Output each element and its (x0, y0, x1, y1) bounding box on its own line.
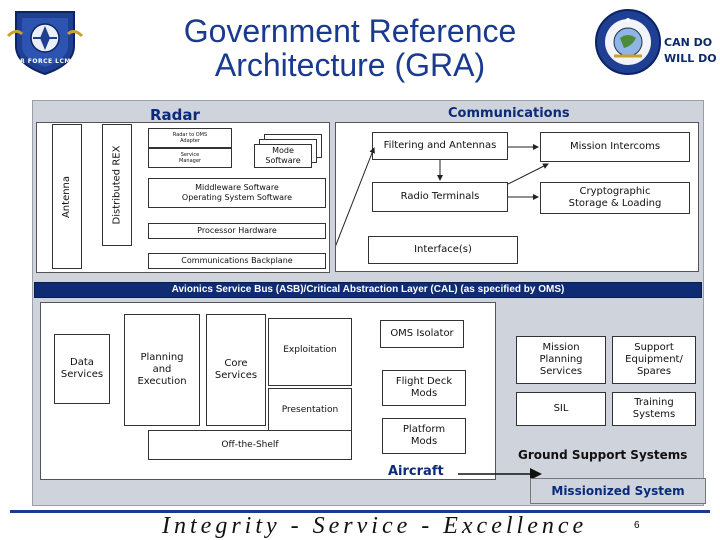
seal-logo (595, 9, 661, 75)
radar-oms-adapter-label: Radar to OMS Adapter (172, 132, 208, 144)
motto-will-do: WILL DO (664, 52, 717, 65)
page-number: 6 (634, 520, 640, 531)
planning-execution-label: Planning and Execution (137, 352, 187, 387)
asb-bar: Avionics Service Bus (ASB)/Critical Abst… (34, 282, 702, 298)
radio-terminals-box: Radio Terminals (372, 182, 508, 212)
oms-isolator-box: OMS Isolator (380, 320, 464, 348)
title-line-1: Government Reference (183, 13, 517, 49)
asb-label: Avionics Service Bus (ASB)/Critical Abst… (171, 284, 565, 295)
distributed-rex-label: Distributed REX (111, 145, 122, 225)
arrow-radio-intercoms (507, 163, 549, 185)
flight-deck-box: Flight Deck Mods (382, 370, 466, 406)
core-services-box: Core Services (206, 314, 266, 426)
middleware-label: Middleware Software (195, 183, 279, 193)
motto-can-do: CAN DO (664, 36, 713, 49)
platform-mods-label: Platform Mods (402, 424, 446, 447)
middleware-os-box: Middleware Software Operating System Sof… (148, 178, 326, 208)
distributed-rex-box: Distributed REX (102, 124, 132, 246)
oms-isolator-label: OMS Isolator (390, 328, 454, 339)
radio-terminals-label: Radio Terminals (400, 191, 480, 202)
aflcmc-logo-text: AIR FORCE LCMC (12, 58, 76, 65)
presentation-box: Presentation (268, 388, 352, 432)
training-systems-box: Training Systems (612, 392, 696, 426)
processor-hardware-box: Processor Hardware (148, 223, 326, 239)
mission-planning-label: Mission Planning Services (539, 342, 583, 377)
missionized-system-box: Missionized System (530, 478, 706, 504)
presentation-label: Presentation (281, 404, 339, 415)
planning-execution-box: Planning and Execution (124, 314, 200, 426)
mission-planning-box: Mission Planning Services (516, 336, 606, 384)
antenna-box: Antenna (52, 124, 82, 269)
core-services-label: Core Services (214, 358, 258, 381)
antenna-label: Antenna (61, 175, 72, 218)
mode-software-box: Mode Software (254, 144, 312, 168)
comm-backplane-box: Communications Backplane (148, 253, 326, 269)
title-line-2: Architecture (GRA) (214, 47, 486, 83)
service-manager-box: Service Manager (148, 148, 232, 168)
comm-backplane-label: Communications Backplane (181, 256, 293, 266)
exploitation-box: Exploitation (268, 318, 352, 386)
crypto-storage-label: Cryptographic Storage & Loading (568, 186, 662, 209)
os-software-label: Operating System Software (181, 193, 293, 202)
mode-software-label: Mode Software (265, 146, 301, 165)
sil-box: SIL (516, 392, 606, 426)
aircraft-label: Aircraft (388, 464, 444, 479)
page-title: Government Reference Architecture (GRA) (130, 14, 570, 82)
interfaces-label: Interface(s) (414, 244, 472, 255)
radar-oms-adapter-box: Radar to OMS Adapter (148, 128, 232, 148)
footer-rule (10, 510, 710, 513)
comm-arrows (336, 144, 549, 247)
flight-deck-label: Flight Deck Mods (395, 376, 453, 399)
communications-header: Communications (448, 106, 570, 121)
arrow-backplane-filtering (336, 147, 375, 247)
support-equipment-box: Support Equipment/ Spares (612, 336, 696, 384)
filtering-antennas-label: Filtering and Antennas (383, 140, 497, 151)
missionized-system-label: Missionized System (551, 483, 685, 498)
missionized-connector (458, 468, 542, 480)
radar-header: Radar (150, 106, 200, 124)
data-services-label: Data Services (60, 357, 104, 380)
service-manager-label: Service Manager (179, 152, 201, 164)
processor-hardware-label: Processor Hardware (197, 226, 277, 236)
training-systems-label: Training Systems (632, 397, 676, 420)
crypto-storage-box: Cryptographic Storage & Loading (540, 182, 690, 214)
ground-support-label: Ground Support Systems (518, 448, 688, 462)
off-the-shelf-box: Off-the-Shelf (148, 430, 352, 460)
data-services-box: Data Services (54, 334, 110, 404)
exploitation-label: Exploitation (283, 345, 337, 355)
aflcmc-logo (6, 11, 84, 76)
mission-intercoms-label: Mission Intercoms (569, 141, 661, 152)
sil-label: SIL (553, 403, 569, 414)
support-equipment-label: Support Equipment/ Spares (625, 342, 683, 377)
filtering-antennas-box: Filtering and Antennas (372, 132, 508, 160)
footer-motto: Integrity - Service - Excellence (162, 513, 588, 539)
mission-intercoms-box: Mission Intercoms (540, 132, 690, 162)
off-the-shelf-label: Off-the-Shelf (221, 439, 279, 450)
platform-mods-box: Platform Mods (382, 418, 466, 454)
interfaces-box: Interface(s) (368, 236, 518, 264)
